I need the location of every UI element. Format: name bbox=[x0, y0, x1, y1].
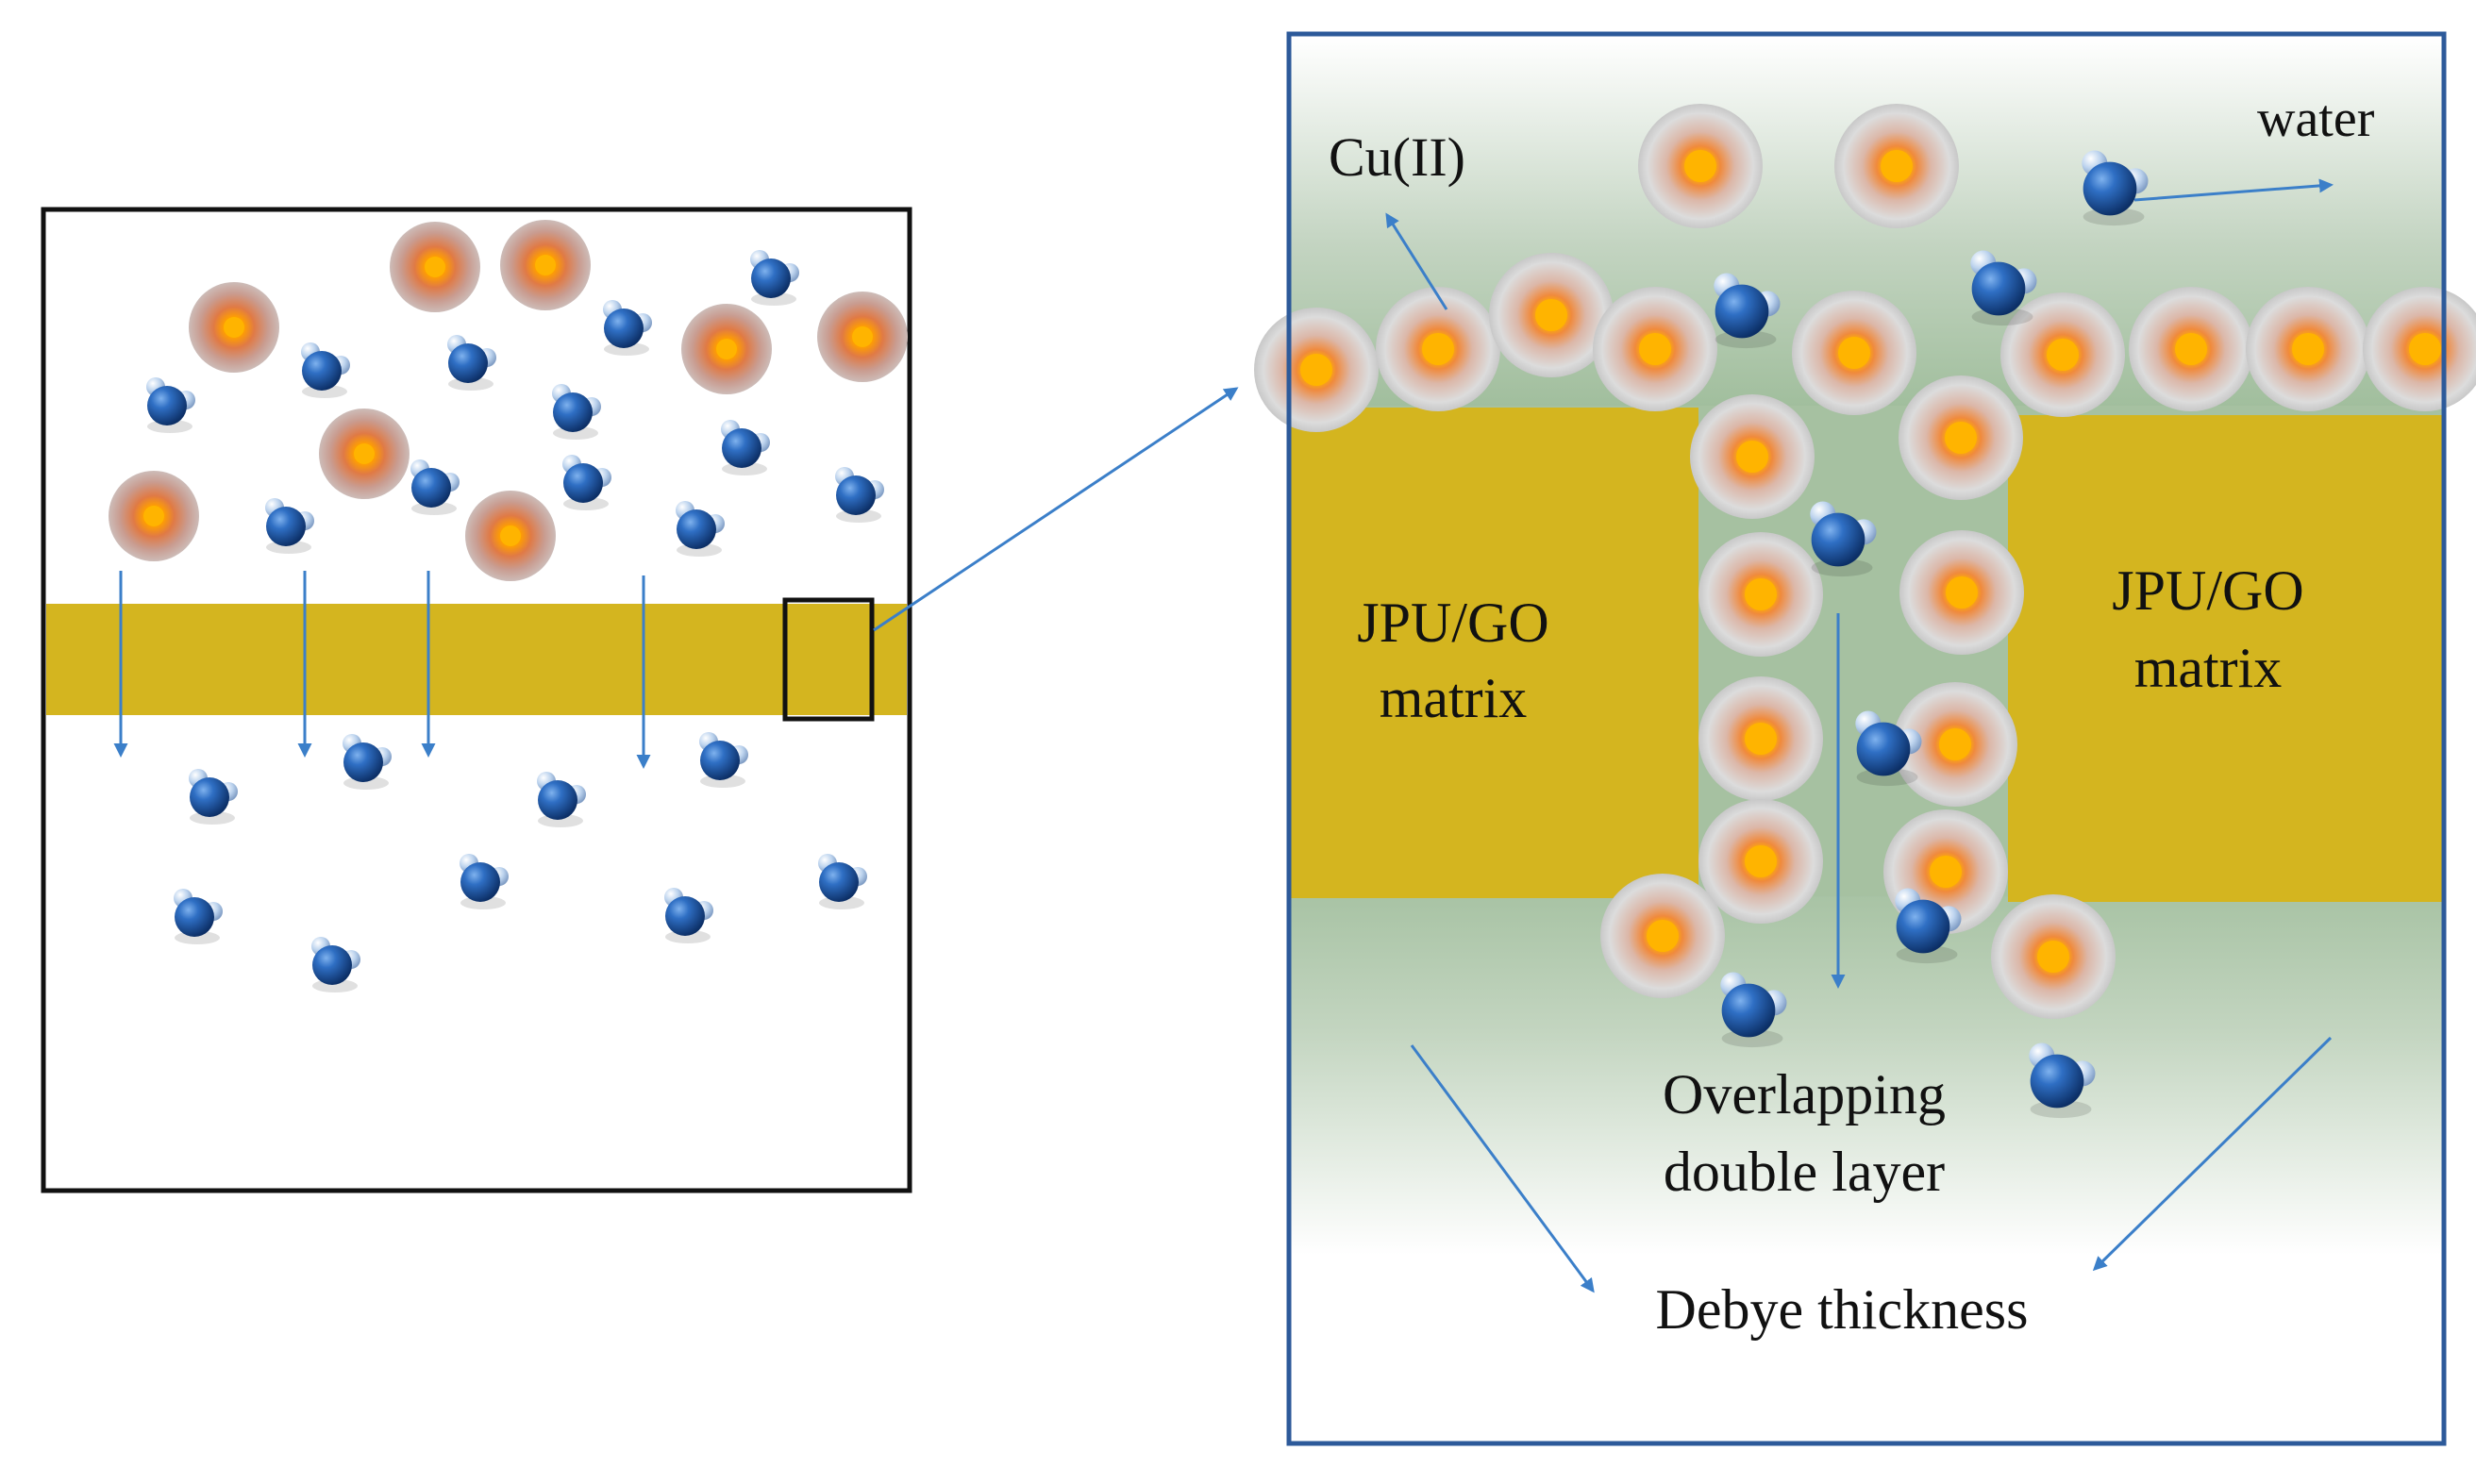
water-molecule bbox=[2082, 150, 2149, 226]
pore-cu-ions bbox=[1254, 104, 2476, 1019]
cu-ion bbox=[1792, 291, 1916, 415]
pore-water-molecules bbox=[1714, 150, 2149, 1119]
water-molecule bbox=[1714, 273, 1781, 349]
overview-water-molecules bbox=[146, 250, 884, 992]
cu-ion bbox=[1698, 676, 1823, 801]
water-molecule bbox=[1810, 501, 1877, 577]
water-molecule bbox=[1970, 250, 2037, 326]
cu-ion bbox=[1638, 104, 1763, 228]
debye-thickness-label: Debye thickness bbox=[1656, 1278, 2029, 1341]
cu-ion-arrow bbox=[1385, 212, 1448, 310]
debye-left-arrow bbox=[1410, 1044, 1595, 1293]
right-matrix-label-line2: matrix bbox=[2134, 637, 2283, 699]
zoom-selection-box bbox=[782, 597, 875, 722]
cu-ion bbox=[1698, 532, 1823, 657]
water-molecule bbox=[189, 769, 238, 825]
zoom-frame bbox=[1286, 31, 2447, 1446]
water-molecule bbox=[460, 854, 509, 909]
zoomed-pore-panel: Cu(II) water JPU/GO matrix JPU/GO matrix… bbox=[1254, 31, 2476, 1446]
overview-cu-ions bbox=[109, 220, 908, 581]
water-molecule bbox=[174, 889, 223, 944]
water-molecule bbox=[1720, 972, 1787, 1048]
water-label: water bbox=[2257, 90, 2375, 148]
water-molecule bbox=[676, 501, 725, 557]
cu-ion bbox=[465, 491, 556, 581]
water-molecule bbox=[343, 734, 392, 790]
cu-ion bbox=[1690, 394, 1815, 519]
water-molecule bbox=[2029, 1042, 2096, 1119]
water-molecule bbox=[1855, 710, 1922, 787]
cu-ion bbox=[2246, 287, 2370, 411]
cu-ion bbox=[390, 222, 480, 312]
left-matrix-block bbox=[1289, 408, 1698, 898]
water-molecule bbox=[562, 455, 611, 510]
cu-ion bbox=[1893, 682, 2017, 807]
cu-ion bbox=[1254, 308, 1379, 432]
left-matrix-label-line2: matrix bbox=[1380, 667, 1528, 729]
cu-ion bbox=[817, 292, 908, 382]
water-molecule bbox=[664, 888, 713, 943]
water-arrow bbox=[2133, 178, 2334, 202]
water-molecule bbox=[265, 498, 314, 554]
water-molecule bbox=[146, 377, 195, 433]
cu-ion bbox=[109, 471, 199, 561]
cu-ion bbox=[1899, 375, 2023, 500]
cu-ion bbox=[1489, 253, 1614, 377]
overview-panel bbox=[41, 207, 912, 1193]
lower-double-layer bbox=[1289, 849, 2444, 1255]
water-molecule bbox=[552, 384, 601, 440]
water-molecule bbox=[835, 467, 884, 523]
right-matrix-label-line1: JPU/GO bbox=[2112, 559, 2303, 622]
right-matrix-block bbox=[2008, 415, 2444, 902]
water-molecule bbox=[699, 732, 748, 788]
water-molecule bbox=[301, 342, 350, 398]
cu-ion bbox=[2000, 292, 2125, 417]
water-molecule bbox=[818, 854, 867, 909]
water-molecule bbox=[603, 300, 652, 356]
cu-ion bbox=[1593, 287, 1717, 411]
cu-ion bbox=[1698, 799, 1823, 924]
zoom-connector-arrow bbox=[873, 387, 1239, 632]
water-molecule bbox=[750, 250, 799, 306]
cu-ion bbox=[2363, 287, 2476, 411]
water-molecule bbox=[537, 772, 586, 827]
cu-ii-label: Cu(II) bbox=[1329, 126, 1465, 188]
left-matrix-label-line1: JPU/GO bbox=[1357, 592, 1548, 654]
cu-ion bbox=[500, 220, 591, 310]
debye-right-arrow bbox=[2092, 1036, 2333, 1272]
cu-ion bbox=[1899, 530, 2024, 655]
cu-ion bbox=[189, 282, 279, 373]
water-molecule bbox=[447, 335, 496, 391]
overview-flow-arrows bbox=[113, 571, 651, 769]
water-molecule bbox=[311, 937, 360, 992]
cu-ion bbox=[1600, 874, 1725, 998]
cu-ion bbox=[319, 409, 410, 499]
cu-ion bbox=[681, 304, 772, 394]
water-molecule bbox=[410, 459, 460, 515]
cu-ion bbox=[2129, 287, 2253, 411]
water-molecule bbox=[721, 420, 770, 475]
cu-ion bbox=[1991, 894, 2116, 1019]
pore-arrows bbox=[1385, 178, 2334, 1293]
overview-membrane-band bbox=[46, 604, 907, 715]
overlapping-label-line1: Overlapping bbox=[1663, 1063, 1946, 1126]
cu-ion bbox=[1376, 287, 1500, 411]
cu-ion bbox=[1834, 104, 1959, 228]
water-molecule bbox=[1895, 888, 1962, 964]
overlapping-label-line2: double layer bbox=[1664, 1141, 1945, 1203]
